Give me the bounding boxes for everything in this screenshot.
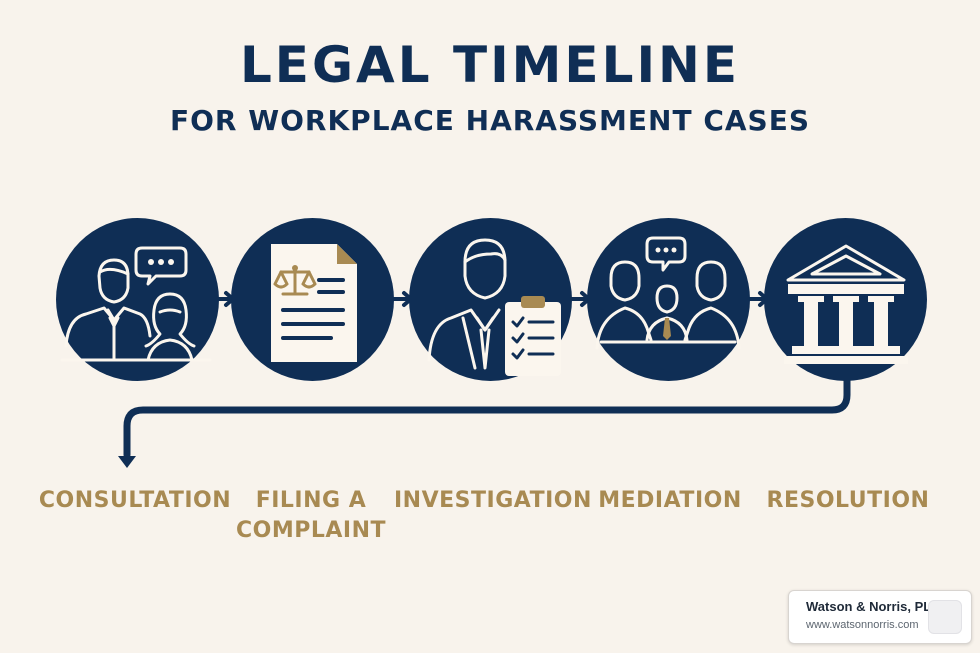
step-resolution xyxy=(764,218,927,381)
return-line xyxy=(123,376,851,459)
label-investigation: INVESTIGATION xyxy=(394,488,592,513)
label-resolution: RESOLUTION xyxy=(766,488,930,513)
firm-name: Watson & Norris, PLLC xyxy=(806,599,949,614)
investigator-clipboard-icon xyxy=(427,238,561,376)
label-mediation: MEDIATION xyxy=(598,488,742,513)
document-scales-icon xyxy=(271,244,357,362)
firm-logo-icon xyxy=(928,600,962,634)
step-investigation xyxy=(409,218,572,381)
page-subtitle: FOR WORKPLACE HARASSMENT CASES xyxy=(170,104,810,137)
firm-url[interactable]: www.watsonnorris.com xyxy=(806,619,919,631)
consultation-icon xyxy=(60,246,212,362)
mediation-meeting-icon xyxy=(595,236,741,350)
label-consultation: CONSULTATION xyxy=(38,488,232,513)
page-title: LEGAL TIMELINE xyxy=(239,36,741,94)
label-filing-line-1: FILING A xyxy=(255,488,367,513)
step-filing-a-complaint xyxy=(231,218,394,381)
firm-badge[interactable]: Watson & Norris, PLLC www.watsonnorris.c… xyxy=(788,590,972,644)
step-consultation xyxy=(56,218,219,381)
step-mediation xyxy=(587,218,750,381)
return-arrowhead xyxy=(118,456,136,468)
courthouse-icon xyxy=(784,244,908,364)
label-filing-line-2: COMPLAINT xyxy=(235,518,386,543)
label-filing-a-complaint: FILING A COMPLAINT xyxy=(220,486,402,546)
